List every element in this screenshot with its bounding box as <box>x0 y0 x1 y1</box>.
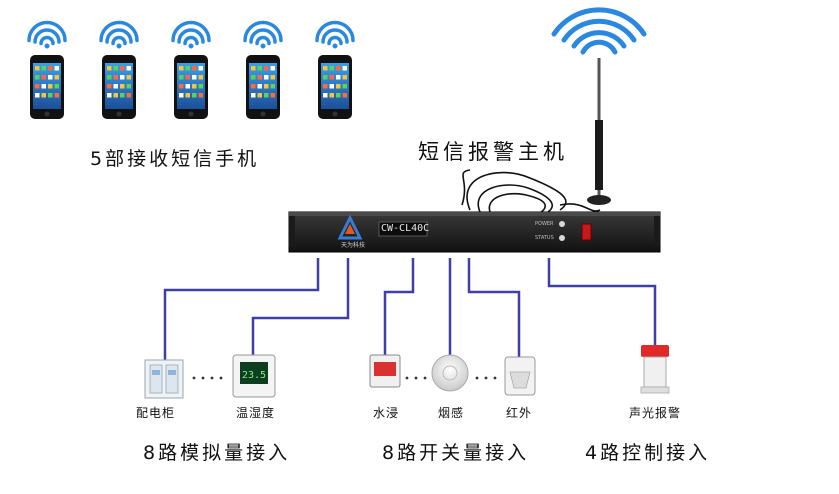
infrared-sensor-icon <box>504 356 536 396</box>
water-leak-label: 水浸 <box>373 406 400 420</box>
cable-coil <box>461 169 601 214</box>
sms-alarm-host <box>288 211 661 253</box>
temp-display-value: 23.5 <box>242 370 266 381</box>
power-cabinet-label: 配电柜 <box>136 406 176 420</box>
wifi-icon <box>243 20 283 49</box>
power-led-icon <box>559 221 565 227</box>
phones-caption: 5部接收短信手机 <box>90 148 260 170</box>
status-led-label: STATUS <box>535 235 554 241</box>
host-brand-label: 天为科技 <box>341 242 366 249</box>
phone-icon <box>102 55 136 119</box>
phone-icon <box>318 55 352 119</box>
siren-icon <box>640 345 670 394</box>
ellipsis-dots <box>192 376 223 380</box>
infrared-label: 红外 <box>506 406 533 420</box>
brand-logo-icon <box>337 214 363 240</box>
wifi-icon <box>315 20 355 49</box>
temp-humidity-label: 温湿度 <box>236 406 276 420</box>
power-switch[interactable] <box>581 223 592 241</box>
smoke-label: 烟感 <box>438 406 465 420</box>
status-led-icon <box>559 235 565 241</box>
antenna <box>587 58 611 205</box>
control-group-label: 4路控制接入 <box>585 442 711 464</box>
wifi-icon <box>99 20 139 49</box>
antenna-wifi-icon <box>551 7 647 55</box>
host-title: 短信报警主机 <box>418 140 568 164</box>
phone-icon <box>30 55 64 119</box>
power-led-label: POWER <box>535 221 554 227</box>
smoke-detector-icon <box>431 354 469 392</box>
wifi-icon <box>27 20 67 49</box>
analog-group-label: 8路模拟量接入 <box>143 442 291 464</box>
switch-group-label: 8路开关量接入 <box>382 442 530 464</box>
ellipsis-dots <box>475 376 497 380</box>
ellipsis-dots <box>405 376 427 380</box>
power-cabinet-icon <box>144 359 184 399</box>
phone-icon <box>174 55 208 119</box>
phone-icon <box>246 55 280 119</box>
wiring <box>163 258 657 360</box>
siren-label: 声光报警 <box>629 406 682 420</box>
phone-group <box>27 20 355 119</box>
wifi-icon <box>171 20 211 49</box>
host-model-label: CW-CL40C <box>381 223 430 234</box>
water-leak-sensor-icon <box>369 354 401 388</box>
temp-humidity-sensor-icon: 23.5 <box>232 354 276 398</box>
